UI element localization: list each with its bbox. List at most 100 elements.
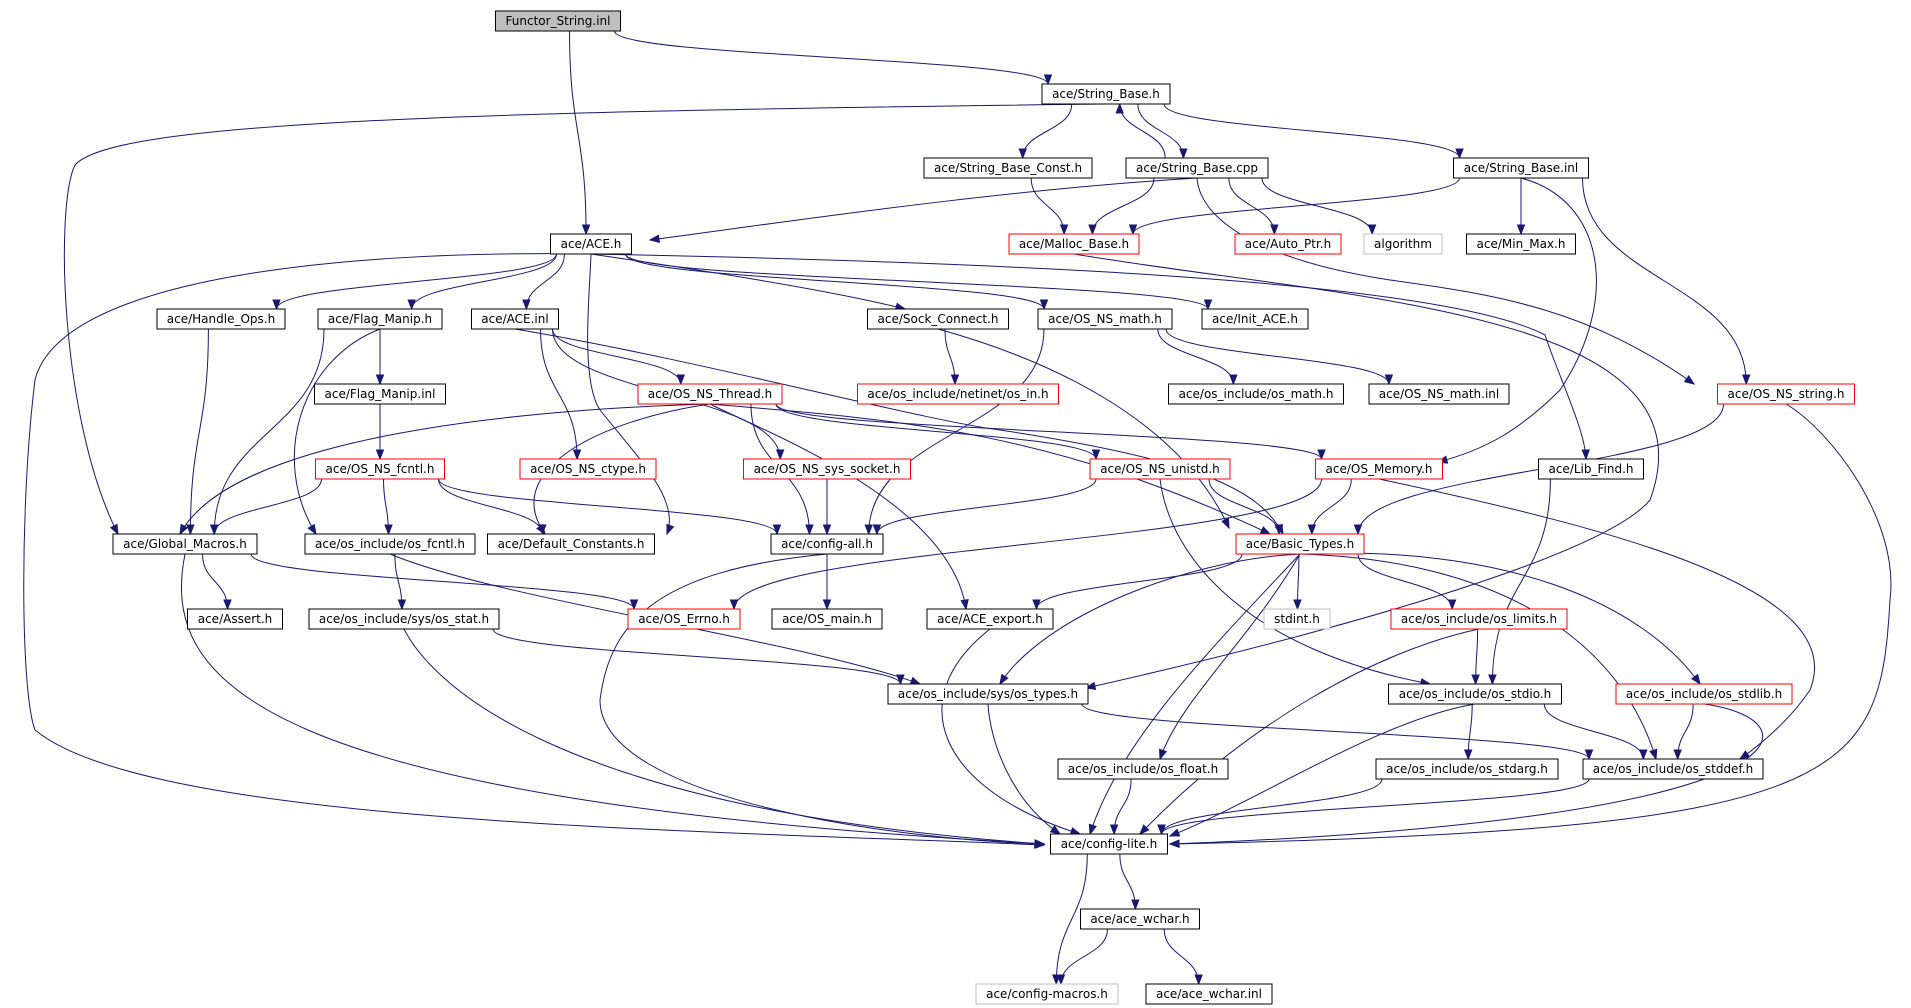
node-os-math-h[interactable]: ace/os_include/os_math.h (1168, 383, 1344, 405)
node-root[interactable]: Functor_String.inl (495, 10, 621, 32)
node-box (1168, 383, 1344, 405)
node-ace-wchar-h[interactable]: ace/ace_wchar.h (1080, 908, 1200, 930)
node-os-errno-h[interactable]: ace/OS_Errno.h (627, 608, 741, 630)
node-label: ace/ACE.inl (481, 312, 548, 326)
node-os-stdlib-h[interactable]: ace/os_include/os_stdlib.h (1615, 683, 1793, 705)
node-auto-ptr-h[interactable]: ace/Auto_Ptr.h (1234, 233, 1342, 255)
edge-line (649, 177, 1198, 241)
edge-flag-manip-h-to-flag-manip-inl (375, 328, 385, 386)
node-basic-types-h[interactable]: ace/Basic_Types.h (1235, 533, 1365, 555)
node-os-limits-h[interactable]: ace/os_include/os_limits.h (1390, 608, 1568, 630)
edge-arrowhead (1088, 823, 1097, 836)
node-os-ns-thread-h[interactable]: ace/OS_NS_Thread.h (637, 383, 783, 405)
node-stdint-h[interactable]: stdint.h (1263, 608, 1331, 630)
node-label: ace/Sock_Connect.h (878, 312, 999, 326)
edge-line (1022, 103, 1073, 159)
node-os-ns-fcntl-h[interactable]: ace/OS_NS_fcntl.h (315, 458, 445, 480)
node-malloc-base-h[interactable]: ace/Malloc_Base.h (1008, 233, 1140, 255)
node-box (1235, 533, 1365, 555)
edge-arrowhead (648, 234, 660, 243)
node-os-stdarg-h[interactable]: ace/os_include/os_stdarg.h (1375, 758, 1559, 780)
edge-line (179, 403, 711, 535)
node-config-lite-h[interactable]: ace/config-lite.h (1050, 833, 1168, 855)
edge-lib-find-h-to-os-stdio-h (1488, 478, 1551, 686)
edge-os-ns-thread-h-to-ace-export-h (709, 403, 969, 611)
node-box (1145, 983, 1273, 1005)
node-sock-connect-h[interactable]: ace/Sock_Connect.h (867, 308, 1009, 330)
edge-line (1208, 478, 1280, 535)
node-box (317, 308, 443, 330)
edge-line (1543, 703, 1644, 760)
node-os-ns-math-h[interactable]: ace/OS_NS_math.h (1037, 308, 1173, 330)
node-lib-find-h[interactable]: ace/Lib_Find.h (1538, 458, 1644, 480)
node-string-base-h[interactable]: ace/String_Base.h (1041, 83, 1171, 105)
edge-os-ns-math-h-to-os-ns-math-inl (1165, 328, 1394, 386)
edge-arrowhead (581, 224, 591, 236)
node-config-all-h[interactable]: ace/config-all.h (770, 533, 884, 555)
node-box (550, 233, 632, 255)
node-default-constants-h[interactable]: ace/Default_Constants.h (487, 533, 655, 555)
node-os-stddef-h[interactable]: ace/os_include/os_stddef.h (1582, 758, 1764, 780)
edge-arrowhead (1203, 299, 1213, 311)
edge-os-ns-fcntl-h-to-default-constants-h (438, 478, 547, 536)
edge-os-ns-unistd-h-to-basic-types-h (1208, 478, 1284, 536)
node-os-ns-math-inl[interactable]: ace/OS_NS_math.inl (1368, 383, 1510, 405)
node-flag-manip-inl[interactable]: ace/Flag_Manip.inl (314, 383, 446, 405)
node-init-ace-h[interactable]: ace/Init_ACE.h (1201, 308, 1309, 330)
node-os-stdio-h[interactable]: ace/os_include/os_stdio.h (1388, 683, 1562, 705)
node-box (771, 608, 883, 630)
node-min-max-h[interactable]: ace/Min_Max.h (1466, 233, 1576, 255)
node-box (887, 683, 1089, 705)
node-assert-h[interactable]: ace/Assert.h (187, 608, 283, 630)
edge-line (1196, 177, 1695, 385)
node-handle-ops-h[interactable]: ace/Handle_Ops.h (156, 308, 286, 330)
node-label: ace/Init_ACE.h (1212, 312, 1298, 326)
edge-arrowhead (210, 524, 219, 536)
node-label: ace/Flag_Manip.h (328, 312, 432, 326)
node-global-macros-h[interactable]: ace/Global_Macros.h (112, 533, 258, 555)
node-config-macros-h[interactable]: ace/config-macros.h (975, 983, 1119, 1005)
edge-ace-h-to-default-constants-h (587, 253, 675, 536)
node-os-in-h[interactable]: ace/os_include/netinet/os_in.h (857, 383, 1059, 405)
edge-string-base-inl-to-os-memory-h (1436, 177, 1597, 464)
node-os-types-h[interactable]: ace/os_include/sys/os_types.h (887, 683, 1089, 705)
edge-arrowhead (1018, 148, 1027, 160)
edge-string-base-h-to-string-base-cpp (1137, 103, 1188, 160)
node-os-ns-string-h[interactable]: ace/OS_NS_string.h (1717, 383, 1855, 405)
edge-os-memory-h-to-os-stddef-h (1378, 478, 1816, 760)
node-os-float-h[interactable]: ace/os_include/os_float.h (1057, 758, 1229, 780)
node-os-main-h[interactable]: ace/OS_main.h (771, 608, 883, 630)
node-box (1037, 308, 1173, 330)
node-label: ace/os_include/sys/os_stat.h (319, 612, 489, 626)
node-box (487, 533, 655, 555)
node-os-fcntl-h[interactable]: ace/os_include/os_fcntl.h (304, 533, 476, 555)
edge-ace-export-h-to-config-lite-h (941, 628, 1082, 836)
edge-string-base-inl-to-min-max-h (1516, 178, 1526, 236)
edge-line (1163, 103, 1460, 159)
node-os-ns-unistd-h[interactable]: ace/OS_NS_unistd.h (1089, 458, 1231, 480)
node-os-stat-h[interactable]: ace/os_include/sys/os_stat.h (308, 608, 500, 630)
edge-arrowhead (1059, 224, 1069, 236)
node-algorithm[interactable]: algorithm (1363, 233, 1443, 255)
node-os-memory-h[interactable]: ace/OS_Memory.h (1315, 458, 1443, 480)
node-string-base-cpp[interactable]: ace/String_Base.cpp (1125, 157, 1269, 179)
node-string-base-inl[interactable]: ace/String_Base.inl (1453, 157, 1589, 179)
edge-arrowhead (1259, 526, 1272, 535)
edge-ace-h-to-handle-ops-h (272, 253, 557, 311)
edge-line (438, 478, 778, 535)
node-ace-inl[interactable]: ace/ACE.inl (471, 308, 559, 330)
edge-ace-h-to-init-ace-h (625, 253, 1213, 311)
edge-arrowhead (666, 523, 675, 536)
node-ace-h[interactable]: ace/ACE.h (550, 233, 632, 255)
edge-line (709, 403, 1271, 535)
node-box (926, 608, 1054, 630)
edge-sock-connect-h-to-os-in-h (944, 328, 960, 386)
node-ace-export-h[interactable]: ace/ACE_export.h (926, 608, 1054, 630)
node-string-base-const-h[interactable]: ace/String_Base_Const.h (923, 157, 1093, 179)
edge-ace-wchar-h-to-config-macros-h (1056, 928, 1108, 986)
node-os-ns-sys-socket-h[interactable]: ace/OS_NS_sys_socket.h (743, 458, 911, 480)
node-box (471, 308, 559, 330)
node-os-ns-ctype-h[interactable]: ace/OS_NS_ctype.h (519, 458, 657, 480)
node-ace-wchar-inl[interactable]: ace/ace_wchar.inl (1145, 983, 1273, 1005)
node-flag-manip-h[interactable]: ace/Flag_Manip.h (317, 308, 443, 330)
